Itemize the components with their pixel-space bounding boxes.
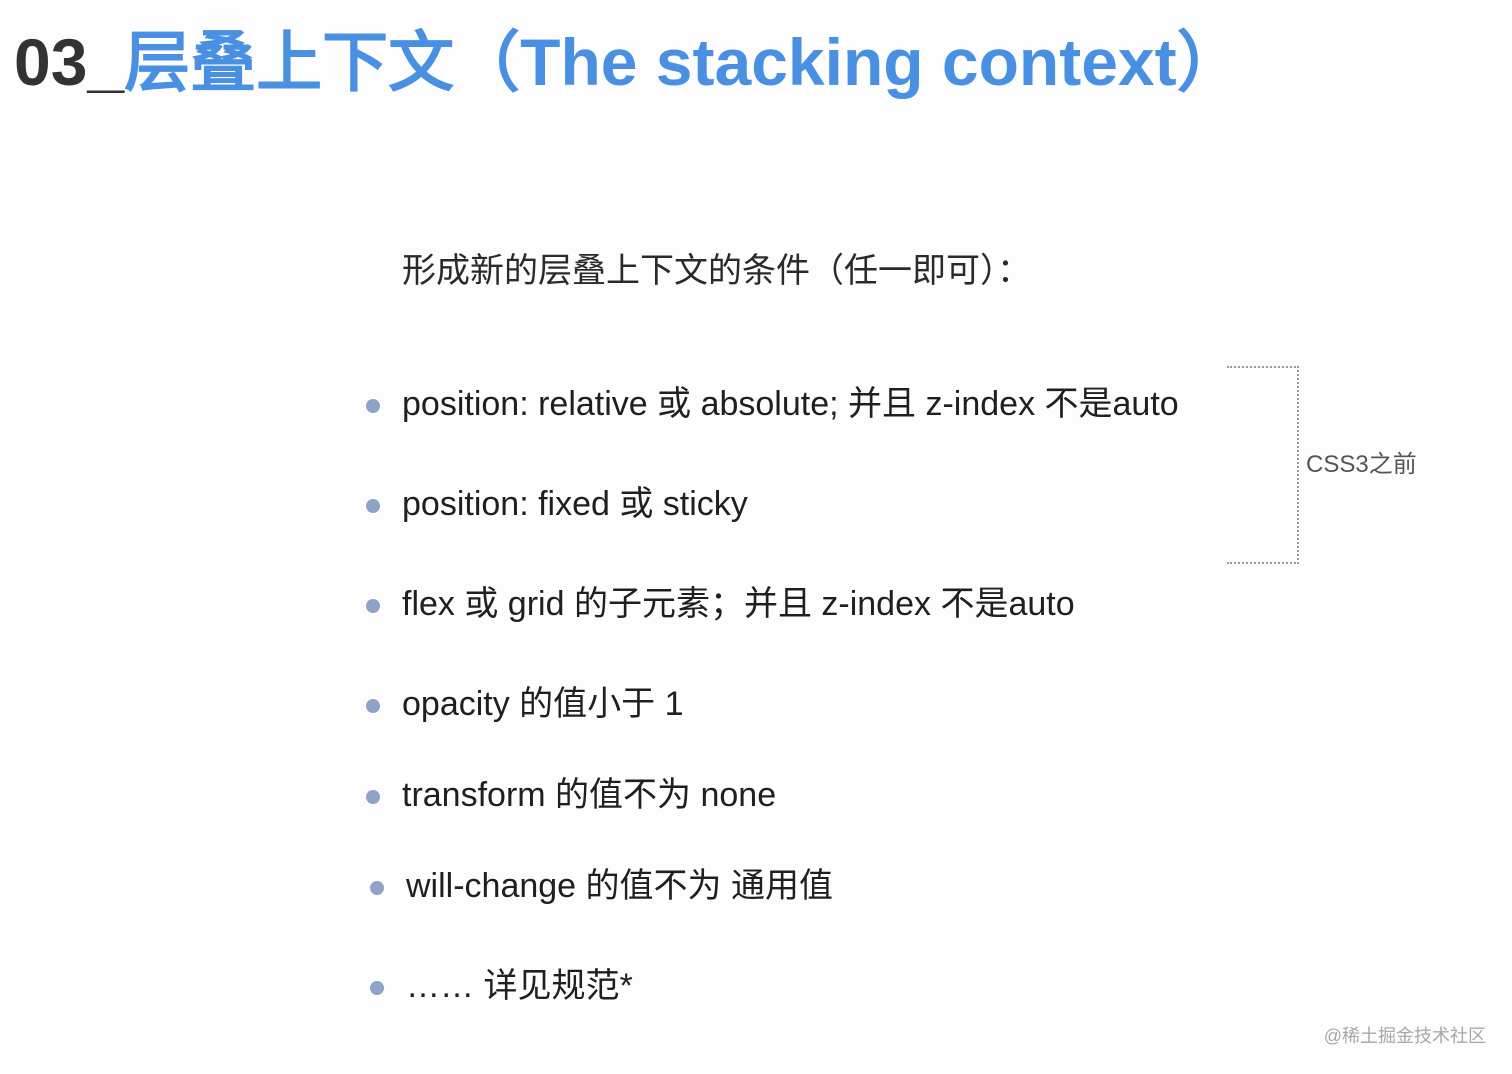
bullet-dot xyxy=(370,981,384,995)
list-item: opacity 的值小于 1 xyxy=(402,685,684,723)
bullet-dot xyxy=(370,881,384,895)
bullet-dot xyxy=(366,699,380,713)
section-number: 03_ xyxy=(14,25,125,99)
bracket-label: CSS3之前 xyxy=(1306,451,1417,478)
list-item: flex 或 grid 的子元素；并且 z-index 不是auto xyxy=(402,585,1075,623)
list-item: position: relative 或 absolute; 并且 z-inde… xyxy=(402,385,1179,423)
bullet-dot xyxy=(366,599,380,613)
list-item: …… 详见规范* xyxy=(406,967,633,1005)
list-item: position: fixed 或 sticky xyxy=(402,485,748,523)
list-item: transform 的值不为 none xyxy=(402,776,777,814)
css3-bracket xyxy=(1227,366,1299,564)
bullet-dot xyxy=(366,499,380,513)
bullet-dot xyxy=(366,399,380,413)
list-item: will-change 的值不为 通用值 xyxy=(406,867,833,905)
conditions-intro: 形成新的层叠上下文的条件（任一即可）： xyxy=(402,252,1031,290)
page-title: 03_层叠上下文（The stacking context） xyxy=(14,22,1243,102)
bullet-dot xyxy=(366,790,380,804)
watermark: @稀土掘金技术社区 xyxy=(1323,1026,1486,1046)
section-heading: 层叠上下文（The stacking context） xyxy=(124,25,1243,99)
